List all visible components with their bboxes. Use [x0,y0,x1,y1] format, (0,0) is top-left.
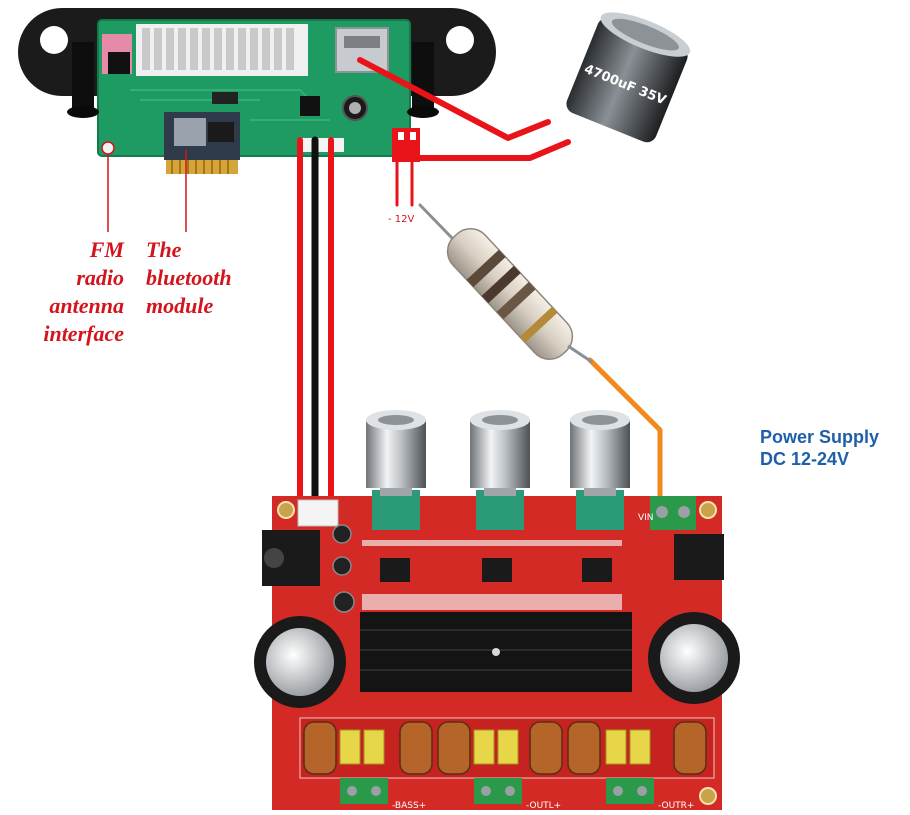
resistor-lead-top [418,203,454,240]
knob-volume [570,410,630,530]
fm-label-line-2: radio [76,265,124,290]
power-supply-label: Power Supply DC 12-24V [760,426,906,470]
knob-treble [366,410,426,530]
power-resistor [446,228,574,360]
mount-hole-right [446,26,474,54]
power-label-line-2: DC 12-24V [760,449,850,469]
voltage-marker: - 12V [388,214,415,225]
wire-red-cap-negative [417,139,571,161]
wire-red-cap-positive [357,57,551,141]
inductors [303,721,707,775]
film-capacitors [339,729,651,765]
amplifier-board: VIN -BASS+ - [254,410,740,811]
power-label-line-1: Power Supply [760,427,880,447]
decoder-module [18,8,496,174]
resistor-lead-bottom [567,344,593,364]
wires [297,57,663,509]
fm-antenna-label: FM radio antenna interface [22,236,124,348]
standoff-right [412,42,434,112]
fm-label-line-3: antenna [49,293,124,318]
fm-label-line-1: FM [89,237,124,262]
fm-label-line-4: interface [43,321,124,346]
capacitor-4700uf: 4700uF 35V [566,12,691,143]
big-capacitor-right [648,612,740,704]
vin-silk-label: VIN [638,513,654,523]
bt-label-line-2: bluetooth [146,265,232,290]
mount-hole-left [40,26,68,54]
terminal-label-bass: -BASS+ [392,801,426,810]
terminal-label-right: -OUTR+ [658,801,694,810]
terminal-label-left: -OUTL+ [526,801,561,810]
bt-label-line-3: module [146,293,214,318]
resistor-band-1 [466,249,506,288]
bt-label-line-1: The [146,237,182,262]
dc-jack [674,534,724,580]
standoff-left [72,42,94,112]
usb-port [335,27,389,73]
resistor-band-2 [481,265,521,304]
wire-orange-vin [587,357,663,508]
big-capacitor-left [254,616,346,708]
output-terminal-left [474,778,522,804]
bluetooth-label: The bluetooth module [146,236,256,320]
fm-antenna-pad [101,141,115,155]
output-terminal-right [606,778,654,804]
resistor-band-3 [496,281,536,320]
audio-output-connector [300,138,344,152]
resistor-band-4 [519,306,558,343]
output-terminal-bass [340,778,388,804]
knob-bass [470,410,530,530]
amp-audio-input-connector [297,499,339,527]
